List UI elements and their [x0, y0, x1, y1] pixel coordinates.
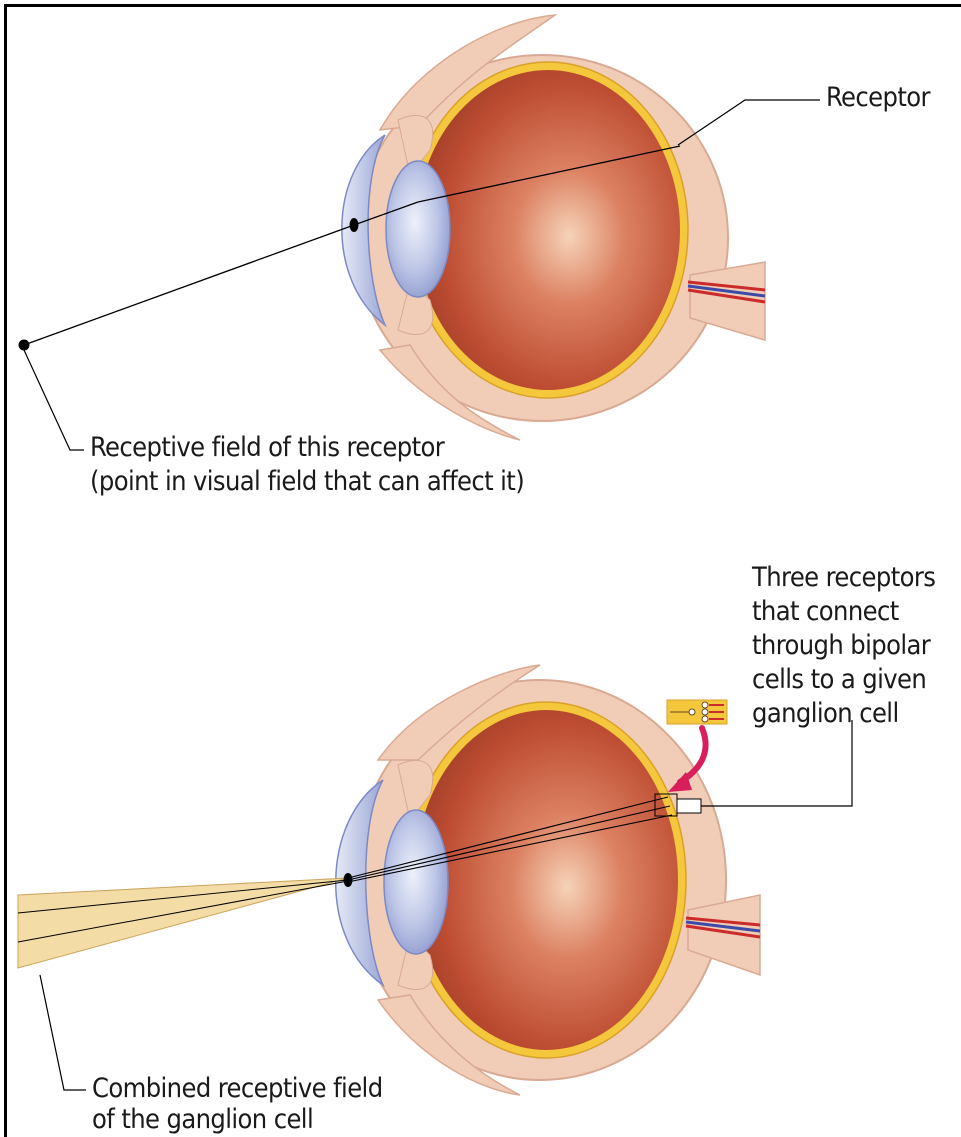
combined-field-leader-line [40, 975, 86, 1090]
cell-inset [667, 700, 727, 724]
bottom-eye [336, 665, 760, 1095]
bottom-vitreous [414, 710, 678, 1050]
top-pupil-point [350, 218, 359, 232]
receptive-field-label-line2: (point in visual field that can affect i… [90, 466, 524, 498]
combined-field-beam [18, 878, 348, 968]
top-eye [342, 15, 765, 440]
receptive-field-label-line1: Receptive field of this receptor [90, 432, 444, 464]
three-receptors-label-line3: through bipolar [752, 630, 930, 662]
three-receptors-label-line5: ganglion cell [752, 698, 899, 730]
bottom-pupil-point [344, 873, 353, 887]
receptive-field-point [19, 340, 30, 351]
combined-field-label-line1: Combined receptive field [92, 1073, 383, 1105]
top-vitreous [416, 70, 680, 390]
receptive-field-leader-line [24, 350, 84, 450]
three-receptors-leader-line [701, 720, 852, 806]
bottom-lens [384, 810, 448, 954]
three-receptors-label-line2: that connect [752, 596, 899, 628]
top-light-ray-outside [24, 225, 354, 345]
inset-bipolar-1 [702, 702, 708, 708]
inset-bipolar-2 [702, 709, 708, 715]
combined-field-label-line2: of the ganglion cell [92, 1104, 313, 1136]
inset-ganglion-cell [689, 709, 695, 715]
receptor-leader-line [678, 100, 820, 145]
top-lens [386, 161, 450, 297]
inset-bipolar-3 [702, 716, 708, 722]
receptor-callout-box [677, 799, 701, 813]
three-receptors-label-line4: cells to a given [752, 664, 926, 696]
three-receptors-label-line1: Three receptors [752, 562, 935, 594]
receptor-label: Receptor [826, 82, 930, 114]
